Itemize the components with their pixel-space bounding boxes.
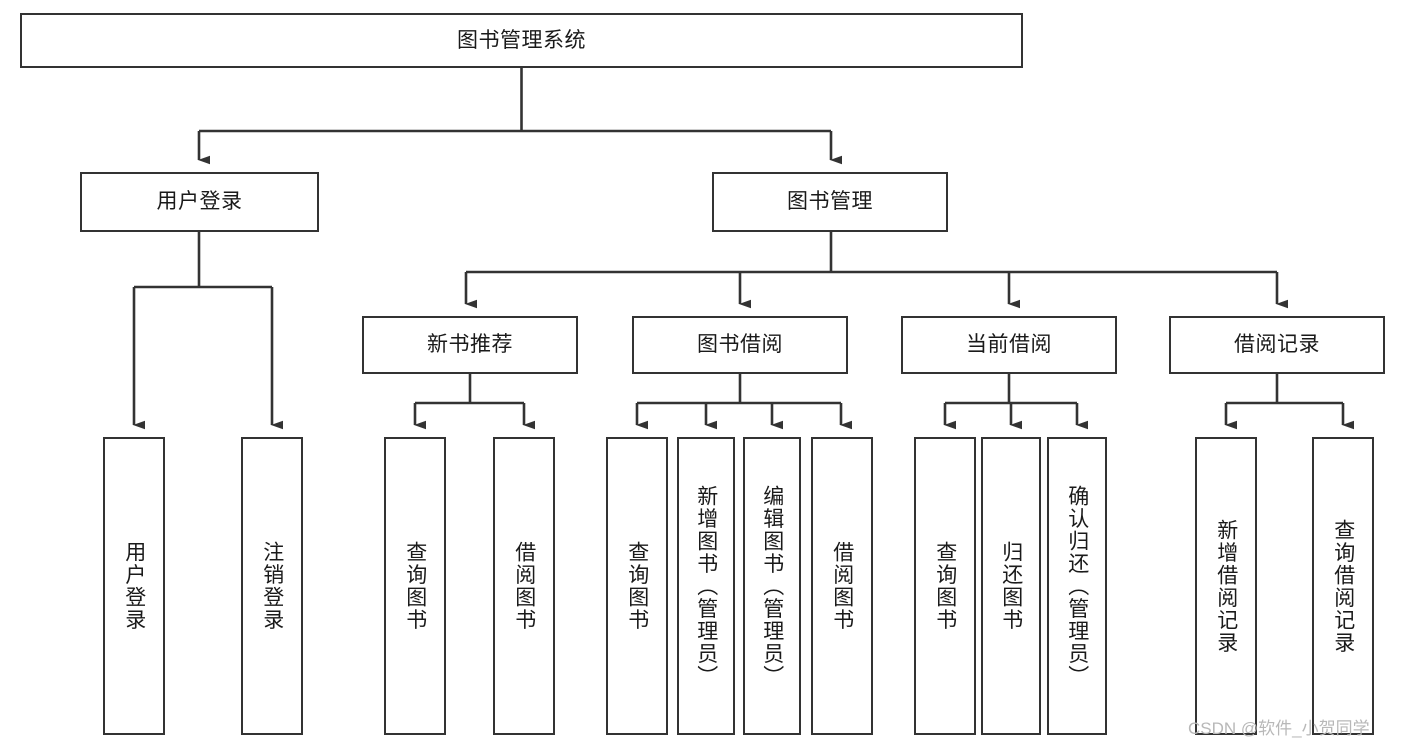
connector-group-root <box>197 68 842 165</box>
node-label: 图书管理 <box>787 190 873 214</box>
node-label: 确认归还（管理员） <box>1065 484 1089 688</box>
leaf-book-borrow-borrow-book[interactable]: 借阅图书 <box>811 437 873 735</box>
connector-group-book-borrow <box>635 374 852 430</box>
leaf-current-borrow-confirm-return-admin[interactable]: 确认归还（管理员） <box>1047 437 1107 735</box>
connector-group-user-login <box>132 232 283 430</box>
node-label: 图书管理系统 <box>457 28 586 52</box>
leaf-borrow-record-query-record[interactable]: 查询借阅记录 <box>1312 437 1374 735</box>
node-label: 借阅记录 <box>1234 333 1320 357</box>
node-book-management[interactable]: 图书管理 <box>712 172 948 232</box>
node-user-login[interactable]: 用户登录 <box>80 172 319 232</box>
csdn-watermark: CSDN @软件_小贺同学 <box>1188 719 1370 738</box>
node-root-book-management-system[interactable]: 图书管理系统 <box>20 13 1023 68</box>
leaf-user-login-login[interactable]: 用户登录 <box>103 437 165 735</box>
node-label: 编辑图书（管理员） <box>760 484 784 688</box>
leaf-user-login-logout[interactable]: 注销登录 <box>241 437 303 735</box>
node-borrow-record[interactable]: 借阅记录 <box>1169 316 1385 374</box>
node-new-book-recommend[interactable]: 新书推荐 <box>362 316 578 374</box>
leaf-current-borrow-return-book[interactable]: 归还图书 <box>981 437 1041 735</box>
leaf-new-book-borrow-book[interactable]: 借阅图书 <box>493 437 555 735</box>
node-label: 借阅图书 <box>512 541 536 631</box>
leaf-book-borrow-edit-book-admin[interactable]: 编辑图书（管理员） <box>743 437 801 735</box>
leaf-current-borrow-query-book[interactable]: 查询图书 <box>914 437 976 735</box>
node-label: 新书推荐 <box>427 333 513 357</box>
connector-group-borrow-record <box>1224 374 1354 430</box>
connector-group-book-manage <box>464 232 1288 309</box>
connector-group-current-borrow <box>943 374 1088 430</box>
leaf-book-borrow-query-book[interactable]: 查询图书 <box>606 437 668 735</box>
leaf-book-borrow-add-book-admin[interactable]: 新增图书（管理员） <box>677 437 735 735</box>
node-book-borrow[interactable]: 图书借阅 <box>632 316 848 374</box>
node-label: 当前借阅 <box>966 333 1052 357</box>
leaf-borrow-record-add-record[interactable]: 新增借阅记录 <box>1195 437 1257 735</box>
node-label: 新增借阅记录 <box>1214 518 1238 654</box>
node-label: 查询图书 <box>933 541 957 631</box>
node-label: 图书借阅 <box>697 333 783 357</box>
node-label: 用户登录 <box>122 541 146 631</box>
node-label: 查询图书 <box>625 541 649 631</box>
node-label: 注销登录 <box>260 541 284 631</box>
connector-group-new-book <box>413 374 535 430</box>
leaf-new-book-query-book[interactable]: 查询图书 <box>384 437 446 735</box>
node-label: 借阅图书 <box>830 541 854 631</box>
node-label: 查询借阅记录 <box>1331 518 1355 654</box>
node-label: 新增图书（管理员） <box>694 484 718 688</box>
node-label: 归还图书 <box>999 541 1023 631</box>
node-current-borrow[interactable]: 当前借阅 <box>901 316 1117 374</box>
node-label: 查询图书 <box>403 541 427 631</box>
node-label: 用户登录 <box>156 190 243 214</box>
